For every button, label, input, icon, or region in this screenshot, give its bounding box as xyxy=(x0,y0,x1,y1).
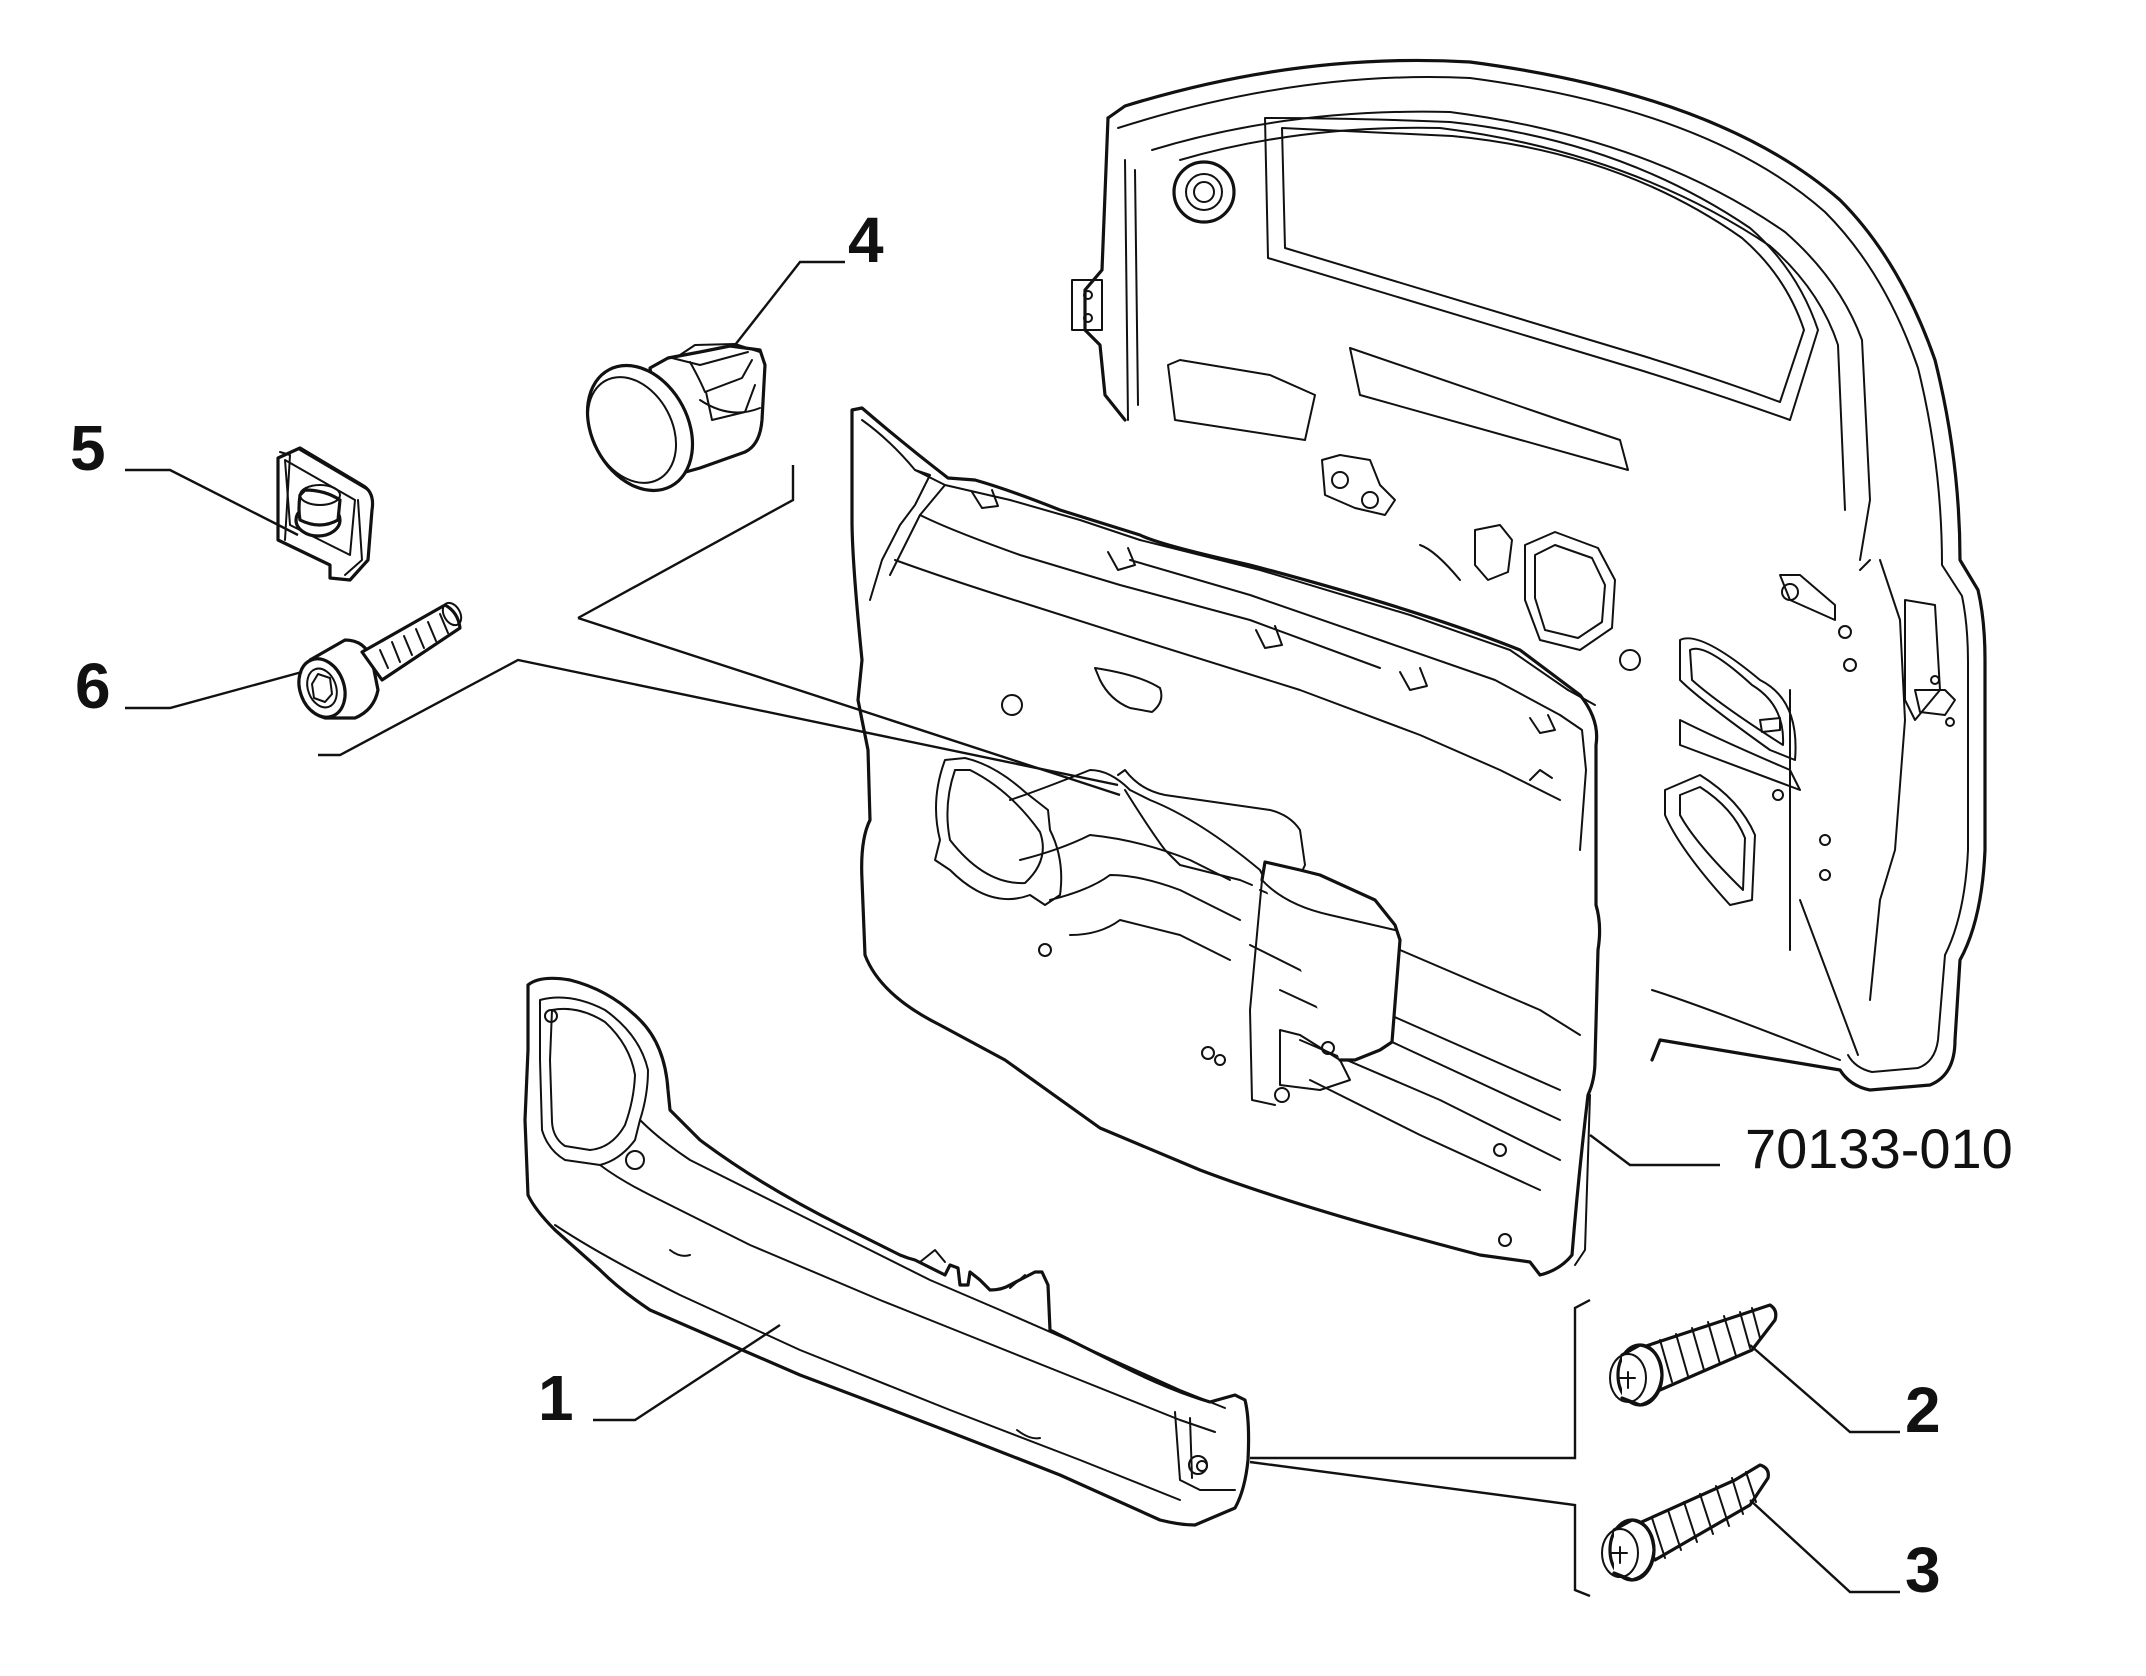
armrest-handle-part-1 xyxy=(523,976,1251,1527)
screw-part-3 xyxy=(1601,1463,1770,1582)
bolt-part-6 xyxy=(297,601,463,720)
label-part-5: 5 xyxy=(70,412,106,484)
label-part-2: 2 xyxy=(1905,1374,1941,1446)
door-trim-panel xyxy=(850,406,1602,1277)
part-labels: 4 5 6 70133-010 1 2 3 xyxy=(70,204,2013,1606)
label-part-6: 6 xyxy=(75,650,111,722)
leader-lines xyxy=(125,260,1900,1598)
switch-knob-part-4 xyxy=(585,343,767,493)
label-part-3: 3 xyxy=(1905,1534,1941,1606)
clip-part-5 xyxy=(276,446,375,582)
label-part-1: 1 xyxy=(538,1362,574,1434)
label-reference-70133-010: 70133-010 xyxy=(1745,1117,2013,1180)
screw-part-2 xyxy=(1609,1303,1778,1407)
label-part-4: 4 xyxy=(848,204,884,276)
door-frame xyxy=(1071,58,1987,1092)
